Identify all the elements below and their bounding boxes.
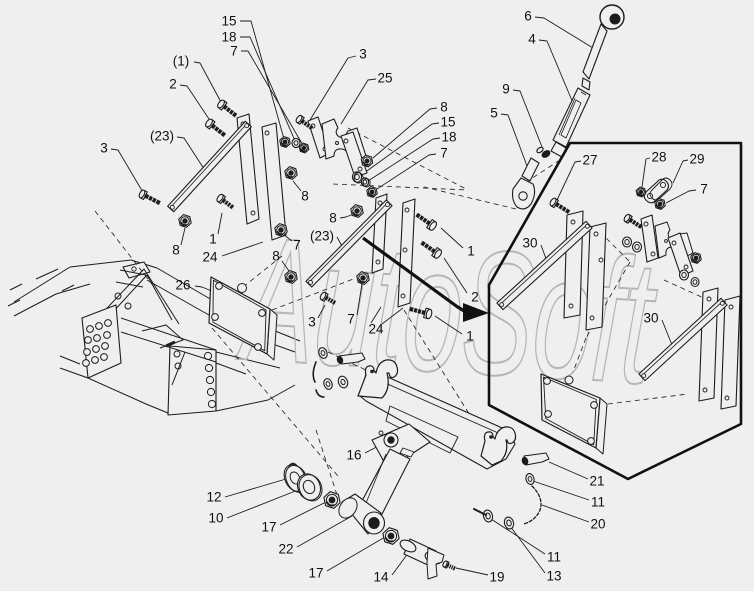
svg-text:10: 10 — [208, 511, 223, 526]
svg-text:8: 8 — [272, 249, 280, 264]
svg-text:2: 2 — [471, 290, 479, 305]
svg-text:7: 7 — [440, 146, 448, 161]
svg-text:20: 20 — [590, 517, 605, 532]
svg-text:1: 1 — [209, 232, 217, 247]
svg-text:3: 3 — [308, 315, 316, 330]
svg-text:(1): (1) — [173, 54, 190, 69]
svg-text:8: 8 — [440, 100, 448, 115]
svg-text:29: 29 — [689, 152, 704, 167]
svg-text:18: 18 — [221, 30, 236, 45]
svg-text:17: 17 — [308, 566, 323, 581]
svg-text:4: 4 — [528, 32, 536, 47]
svg-text:8: 8 — [301, 189, 309, 204]
svg-text:7: 7 — [700, 182, 708, 197]
svg-text:26: 26 — [175, 278, 190, 293]
svg-text:11: 11 — [591, 495, 605, 510]
svg-text:3: 3 — [359, 47, 367, 62]
svg-text:15: 15 — [221, 14, 236, 29]
svg-text:6: 6 — [524, 9, 532, 24]
svg-text:13: 13 — [546, 569, 561, 584]
svg-text:7: 7 — [293, 238, 301, 253]
svg-text:15: 15 — [440, 115, 455, 130]
svg-text:17: 17 — [261, 520, 276, 535]
svg-text:27: 27 — [582, 153, 597, 168]
svg-text:12: 12 — [206, 490, 221, 505]
svg-text:25: 25 — [377, 71, 392, 86]
svg-text:7: 7 — [230, 44, 238, 59]
svg-text:16: 16 — [346, 448, 361, 463]
svg-text:21: 21 — [589, 474, 604, 489]
svg-text:22: 22 — [278, 542, 293, 557]
svg-text:3: 3 — [100, 141, 108, 156]
svg-text:2: 2 — [169, 77, 177, 92]
svg-text:24: 24 — [202, 250, 218, 265]
svg-text:1: 1 — [467, 244, 475, 259]
svg-text:5: 5 — [490, 106, 498, 121]
svg-text:24: 24 — [368, 322, 384, 337]
svg-text:7: 7 — [347, 312, 355, 327]
svg-text:18: 18 — [441, 130, 456, 145]
svg-text:(23): (23) — [310, 229, 334, 244]
svg-text:28: 28 — [651, 150, 666, 165]
svg-text:8: 8 — [329, 211, 337, 226]
svg-text:30: 30 — [522, 236, 537, 251]
svg-text:19: 19 — [489, 570, 504, 585]
svg-text:1: 1 — [466, 329, 474, 344]
svg-text:30: 30 — [643, 311, 658, 326]
svg-text:9: 9 — [502, 82, 510, 97]
svg-text:14: 14 — [373, 570, 389, 585]
svg-text:(23): (23) — [150, 129, 174, 144]
svg-text:8: 8 — [172, 243, 180, 258]
svg-text:11: 11 — [547, 550, 561, 565]
